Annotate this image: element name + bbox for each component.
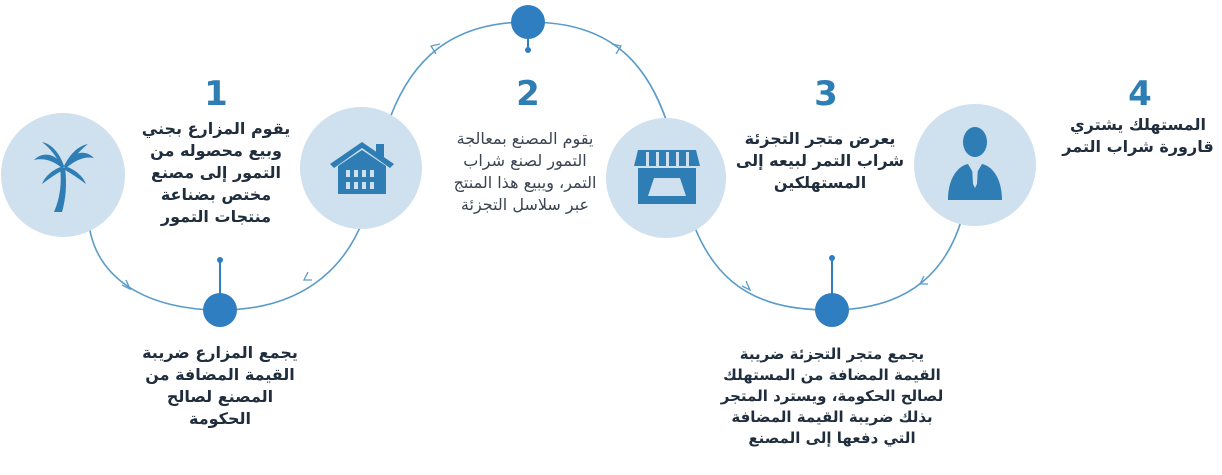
flow-arrow-marks xyxy=(121,43,928,292)
step-3-number: 3 xyxy=(814,74,838,114)
flow-arrow-mark xyxy=(918,275,928,285)
flow-arrow-mark xyxy=(121,279,132,291)
note-2-line: لصالح الحكومة، ويسترد المتجر xyxy=(720,387,944,405)
consumer-icon xyxy=(948,127,1002,200)
note-2-line: التي دفعها إلى المصنع xyxy=(748,429,916,447)
pin-note-1 xyxy=(203,257,237,327)
note-1-line: المصنع لصالح xyxy=(166,387,274,406)
note-1-description: يجمع المزارع ضريبة القيمة المضافة من الم… xyxy=(128,342,312,430)
pin-dot xyxy=(511,5,545,39)
step-1-number: 1 xyxy=(204,74,228,114)
pin-dot xyxy=(203,293,237,327)
step-2-description: يقوم المصنع بمعالجة التمور لصنع شراب الت… xyxy=(420,128,630,216)
step-4-circle xyxy=(914,104,1036,226)
step-4-line: المستهلك يشتري xyxy=(1069,115,1207,134)
store-icon xyxy=(634,150,700,204)
step-2-line: يقوم المصنع بمعالجة xyxy=(456,129,594,148)
step-2-number: 2 xyxy=(516,74,540,114)
factory-icon xyxy=(330,142,394,194)
step-3-line: يعرض متجر التجزئة xyxy=(744,129,896,148)
step-1-description: يقوم المزارع بجني وبيع محصوله من التمور … xyxy=(130,118,302,228)
step-2-line: التمور لصنع شراب xyxy=(463,151,587,170)
note-2-line: يجمع متجر التجزئة ضريبة xyxy=(739,345,925,363)
pin-step-2 xyxy=(511,5,545,53)
step-2-line: عبر سلاسل التجزئة xyxy=(460,195,590,214)
step-1-line: يقوم المزارع بجني xyxy=(141,119,291,138)
step-4-number: 4 xyxy=(1128,74,1152,114)
flow-arrow-mark xyxy=(429,43,441,55)
step-1-line: منتجات التمور xyxy=(160,207,272,226)
step-2-line: التمر، ويبيع هذا المنتج xyxy=(453,173,597,192)
step-3-description: يعرض متجر التجزئة شراب التمر لبيعه إلى ا… xyxy=(735,128,905,194)
step-4-line: قارورة شراب التمر xyxy=(1062,137,1214,156)
step-1-line: مختص بضناعة xyxy=(160,185,272,204)
note-2-description: يجمع متجر التجزئة ضريبة القيمة المضافة م… xyxy=(710,344,954,449)
step-3-line: شراب التمر لبيعه إلى xyxy=(735,151,905,170)
palm-tree-icon xyxy=(34,142,94,212)
step-3-line: المستهلكين xyxy=(773,173,867,192)
step-4-description: المستهلك يشتري قارورة شراب التمر xyxy=(1058,114,1218,158)
pin-dot xyxy=(815,293,849,327)
note-2-line: بذلك ضريبة القيمة المضافة xyxy=(731,408,933,426)
note-2-line: القيمة المضافة من المستهلك xyxy=(723,366,941,384)
step-1-line: التمور إلى مصنع xyxy=(151,163,281,182)
step-1-line: وبيع محصوله من xyxy=(150,141,282,160)
note-1-line: القيمة المضافة من xyxy=(145,365,295,384)
note-1-line: يجمع المزارع ضريبة xyxy=(142,343,298,362)
flow-arrow-mark xyxy=(611,43,623,55)
note-1-line: الحكومة xyxy=(189,409,251,428)
flow-arrow-mark xyxy=(302,271,312,281)
pin-note-2 xyxy=(815,255,849,327)
flow-arrow-mark xyxy=(741,280,752,292)
